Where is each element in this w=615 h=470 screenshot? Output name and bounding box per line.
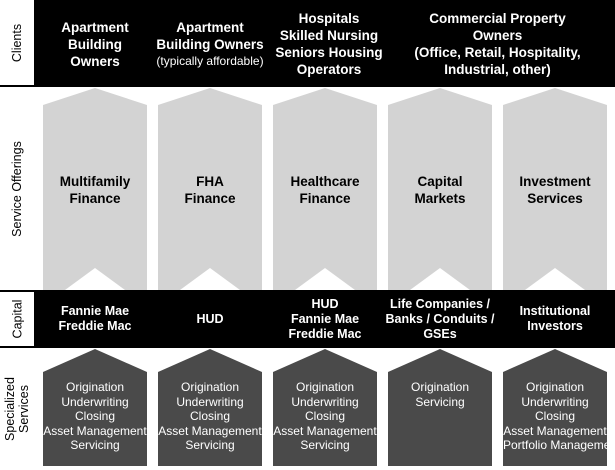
specialized-services-list: Origination Underwriting Closing Asset M… (43, 380, 147, 452)
client-name: Hospitals Skilled Nursing Seniors Housin… (275, 11, 383, 77)
specialized-services-list: Origination Underwriting Closing Asset M… (273, 380, 377, 452)
capital-source-label: HUD Fannie Mae Freddie Mac (288, 296, 362, 341)
capital-source-label: Fannie Mae Freddie Mac (58, 304, 132, 333)
service-offering-label: Capital Markets (414, 174, 466, 206)
specialized-services-list: Origination Servicing (410, 380, 470, 409)
service-offering-label: Investment Services (519, 174, 591, 206)
client-name: Commercial Property Owners (Office, Reta… (414, 11, 581, 77)
specialized-services-list: Origination Underwriting Closing Asset M… (158, 380, 262, 452)
capital-band (34, 291, 615, 347)
client-name: Apartment Building Owners (156, 19, 264, 52)
service-offering-shape (273, 88, 377, 290)
capital-source-label: HUD (196, 311, 224, 326)
row-divider (0, 346, 615, 348)
service-offering-shape (388, 88, 492, 290)
service-offering-label: FHA Finance (184, 174, 236, 206)
client-name: Apartment Building Owners (61, 19, 129, 69)
specialized-service-shape (388, 349, 492, 466)
client-label: Hospitals Skilled Nursing Seniors Housin… (273, 6, 385, 82)
client-label: Apartment Building Owners(typically affo… (150, 6, 270, 82)
client-subtitle: (typically affordable) (156, 53, 264, 68)
capital-source-label: Life Companies / Banks / Conduits / GSEs (385, 296, 495, 341)
capital-source-label: Institutional Investors (519, 304, 591, 333)
service-offering-shape (158, 88, 262, 290)
client-label: Commercial Property Owners (Office, Reta… (385, 6, 610, 82)
row-divider (0, 290, 615, 292)
row-divider (0, 85, 615, 87)
specialized-service-shape (43, 349, 147, 466)
clients-band (34, 0, 615, 86)
service-offering-shape (503, 88, 607, 290)
specialized-service-shape (158, 349, 262, 466)
service-offering-shape (43, 88, 147, 290)
client-label (610, 6, 611, 82)
service-offering-label: Healthcare Finance (290, 174, 360, 206)
specialized-service-shape (503, 349, 607, 466)
service-offering-label: Multifamily Finance (59, 174, 131, 206)
specialized-services-list: Origination Underwriting Closing Asset M… (503, 380, 615, 452)
client-label: Apartment Building Owners (43, 6, 147, 82)
specialized-service-shape (273, 349, 377, 466)
